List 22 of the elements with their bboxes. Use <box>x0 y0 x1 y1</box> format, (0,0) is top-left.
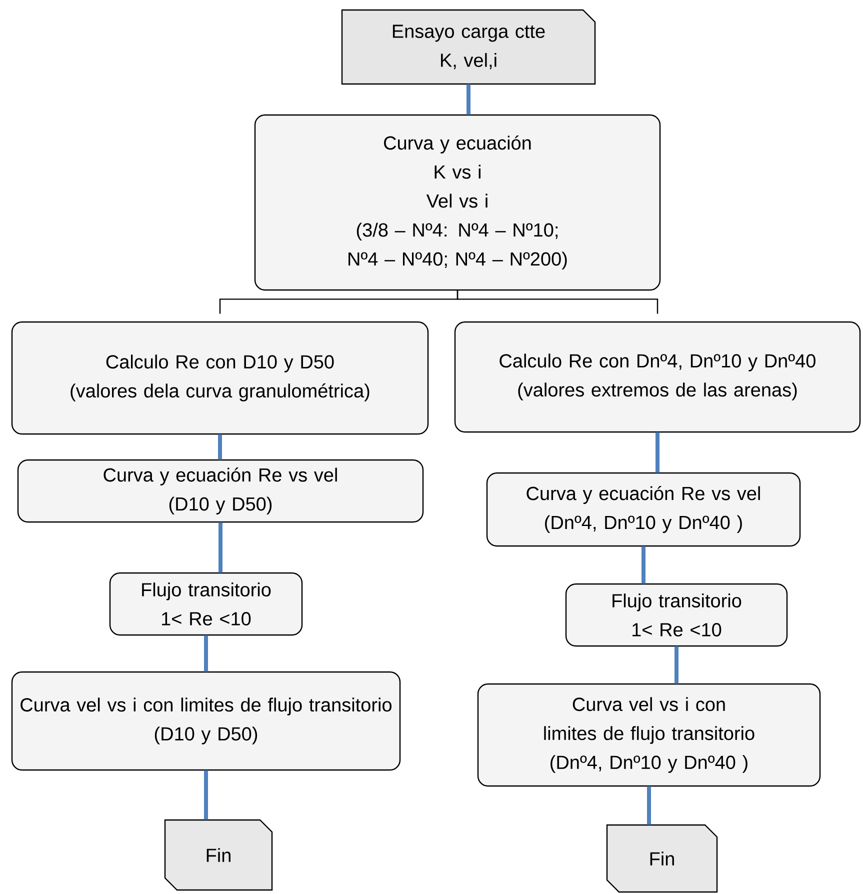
process-box: Curva y ecuación Re vs vel (Dnº4, Dnº10 y Dnº40 ) <box>486 472 801 547</box>
connector-line <box>456 290 658 314</box>
connector-bar <box>466 84 470 115</box>
connector-bar <box>656 432 660 473</box>
connector-bar <box>642 546 646 584</box>
process-box: Curva y ecuación Re vs vel (D10 y D50) <box>17 459 424 523</box>
process-box: Curva vel vs i con limites de flujo transitorio (Dnº4, Dnº10 y Dnº40 ) <box>477 683 821 787</box>
end-box: Fin <box>606 824 718 893</box>
process-box: Flujo transitorio 1< Re <10 <box>565 583 788 647</box>
process-box: Curva vel vs i con limites de flujo transitorio (D10 y D50) <box>11 671 401 771</box>
connector-bar <box>204 635 208 672</box>
connector-bar <box>674 646 678 684</box>
process-box: Calculo Re con D10 y D50 (valores dela curva granulométrica) <box>11 321 429 435</box>
snipped-box: Ensayo carga ctte K, vel,i <box>341 9 596 85</box>
process-box: Flujo transitorio 1< Re <10 <box>109 572 303 636</box>
end-box: Fin <box>164 819 273 891</box>
process-box: Curva y ecuación K vs i Vel vs i (3/8 – Nº4: Nº4 – Nº10; Nº4 – Nº40; Nº4 – Nº200) <box>254 114 661 291</box>
connector-bar <box>218 434 222 460</box>
process-box: Calculo Re con Dnº4, Dnº10 y Dnº40 (valores extremos de las arenas) <box>454 321 861 433</box>
connector-bar <box>218 522 222 573</box>
connector-bar <box>647 786 651 825</box>
connector-bar <box>204 770 208 820</box>
